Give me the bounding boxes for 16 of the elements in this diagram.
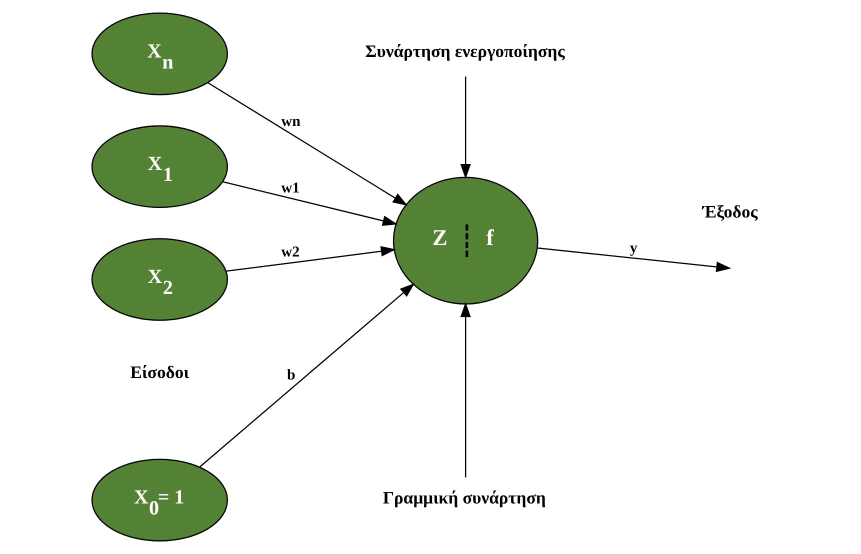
edge-label: w1	[281, 180, 300, 197]
arrow	[222, 181, 398, 226]
arrow	[460, 302, 471, 478]
label: Είσοδοι	[130, 362, 190, 382]
node-text: Συνάρτηση ενεργοποίησης	[365, 41, 565, 62]
edge-label: b	[286, 367, 296, 384]
arrow	[207, 82, 408, 206]
arrow	[226, 246, 396, 272]
arrow	[200, 283, 415, 468]
edge-label: y	[630, 240, 638, 257]
node-text: Γραμμική συνάρτηση	[382, 488, 546, 508]
arrow	[460, 76, 471, 180]
edge-label: w2	[281, 244, 300, 260]
arrow	[537, 247, 732, 272]
label: Έξοδος	[702, 202, 758, 222]
edge-label: wn	[281, 114, 301, 130]
